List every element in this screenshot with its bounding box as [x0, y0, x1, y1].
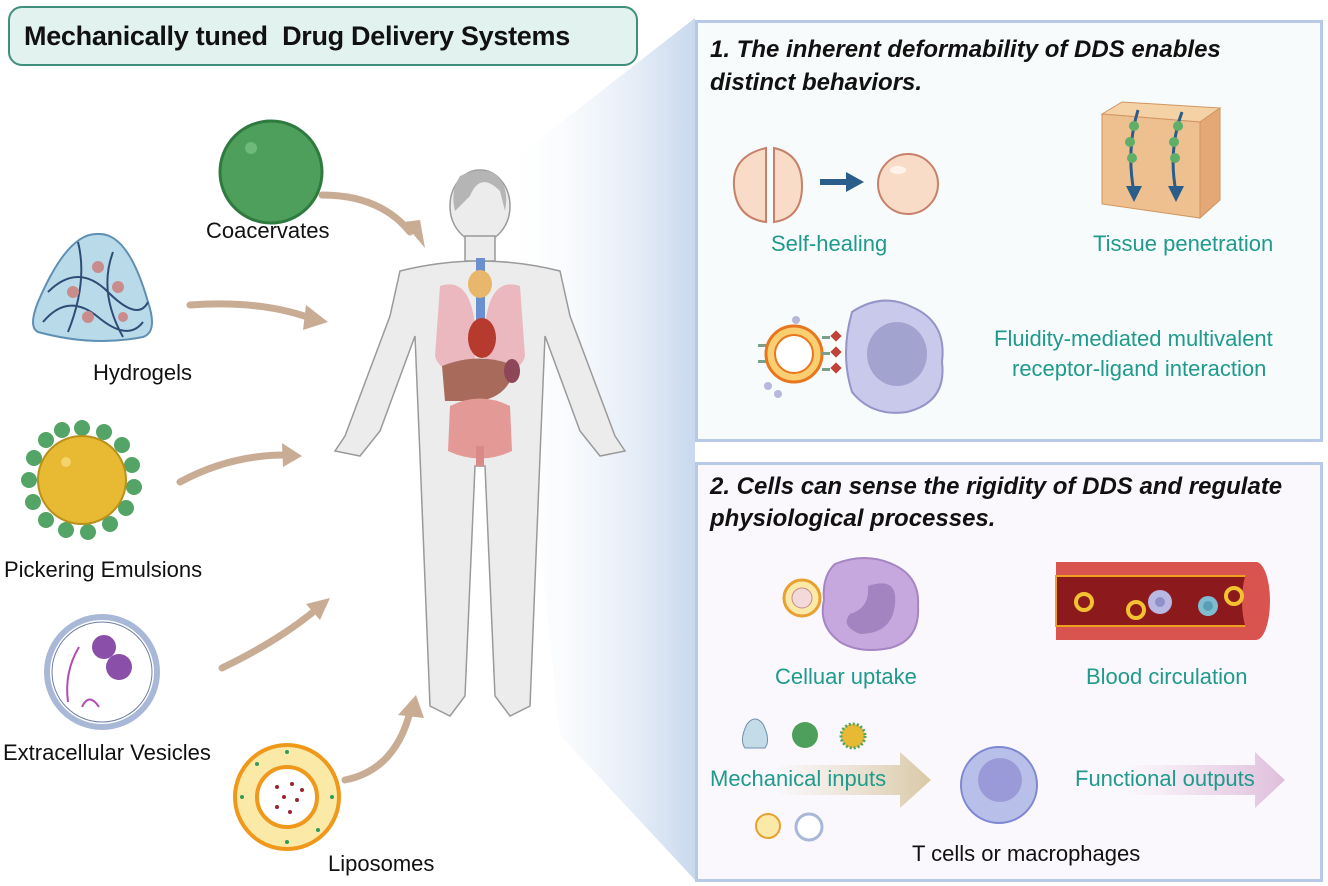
label-cellular-uptake: Celluar uptake — [775, 664, 917, 689]
label-self-healing: Self-healing — [771, 231, 888, 256]
cellular-uptake-icon — [782, 557, 920, 651]
label-functional-outputs: Functional outputs — [1075, 766, 1255, 791]
hydrogel-icon — [32, 232, 153, 342]
blood-circulation-icon — [1055, 562, 1270, 640]
figure-title: Mechanically tuned Drug Delivery Systems — [24, 20, 570, 51]
mechanical-inputs-arrow — [775, 752, 931, 808]
arrow-coacervates — [318, 191, 414, 236]
label-blood-circulation: Blood circulation — [1086, 664, 1248, 689]
panel1-heading-line1: 1. The inherent deformability of DDS ena… — [710, 36, 1221, 63]
panel2-heading-line1: 2. Cells can sense the rigidity of DDS a… — [710, 473, 1283, 500]
label-tissue-penetration: Tissue penetration — [1093, 231, 1274, 256]
label-receptor-ligand-line1: Fluidity-mediated multivalent — [994, 326, 1273, 351]
arrow-vesicles — [218, 604, 322, 672]
panel1-heading-line2: distinct behaviors. — [710, 69, 923, 96]
mini-liposome-icon — [755, 813, 781, 839]
panel-rigidity-sensing — [695, 462, 1323, 882]
label-coacervates: Coacervates — [206, 218, 330, 243]
extracellular-vesicle-icon — [44, 614, 160, 730]
arrow-liposomes — [341, 708, 414, 784]
mini-hydrogel-icon — [741, 718, 769, 749]
label-pickering-emulsions: Pickering Emulsions — [4, 557, 203, 582]
arrow-hydrogels — [186, 300, 314, 322]
title-box: Mechanically tuned Drug Delivery Systems — [8, 6, 638, 66]
receptor-ligand-icon — [758, 299, 944, 414]
label-hydrogels: Hydrogels — [93, 360, 193, 385]
human-body-illustration — [333, 169, 627, 717]
arrow-pickering — [176, 451, 289, 486]
functional-outputs-arrow — [1125, 752, 1285, 808]
label-extracellular-vesicles: Extracellular Vesicles — [3, 740, 211, 765]
panel2-heading-line2: physiological processes. — [710, 505, 996, 532]
mini-coacervate-icon — [792, 722, 818, 748]
label-t-cells-macrophages: T cells or macrophages — [912, 841, 1141, 866]
mini-vesicle-icon — [794, 812, 824, 842]
input-output-flow — [741, 718, 1285, 842]
self-healing-icon — [732, 146, 939, 224]
tissue-penetration-icon — [1100, 101, 1222, 220]
coacervate-icon — [218, 119, 324, 225]
label-receptor-ligand-line2: receptor-ligand interaction — [1012, 356, 1267, 381]
label-liposomes: Liposomes — [328, 851, 435, 876]
label-mechanical-inputs: Mechanical inputs — [710, 766, 887, 791]
mini-pickering-icon — [839, 722, 867, 750]
liposome-icon — [233, 743, 341, 851]
pickering-emulsion-icon — [21, 420, 142, 540]
carrier-arrows — [176, 191, 425, 784]
